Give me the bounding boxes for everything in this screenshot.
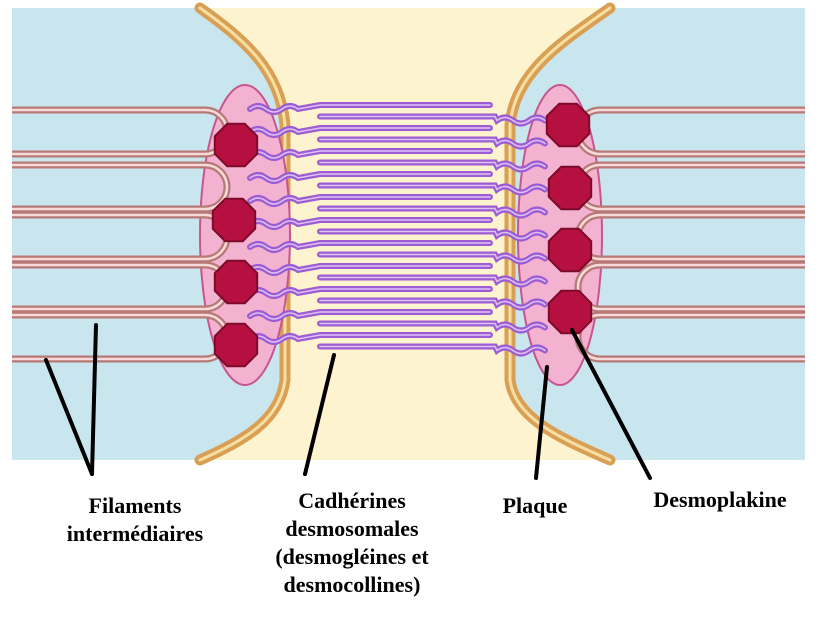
right-desmoplakin-2 [549,167,591,209]
label-filaments-intermediaires: Filaments intermédiaires [40,492,230,548]
label-cadherines-line1: Cadhérines [232,487,472,515]
label-desmoplakine: Desmoplakine [630,486,810,514]
left-desmoplakin-1 [215,124,257,166]
label-cadherines-line2: desmosomales [232,515,472,543]
label-cadherines-line3: (desmogléines et [232,543,472,571]
label-plaque: Plaque [480,492,590,520]
right-desmoplakin-1 [547,104,589,146]
left-desmoplakin-3 [215,261,257,303]
right-desmoplakin-3 [549,229,591,271]
label-cadherines-line4: desmocollines) [232,571,472,599]
left-desmoplakin-2 [213,199,255,241]
label-cadherines-desmosomales: Cadhérines desmosomales (desmogléines et… [232,487,472,599]
left-desmoplakin-4 [215,324,257,366]
label-filaments-line2: intermédiaires [40,520,230,548]
right-desmoplakin-4 [549,291,591,333]
label-filaments-line1: Filaments [40,492,230,520]
